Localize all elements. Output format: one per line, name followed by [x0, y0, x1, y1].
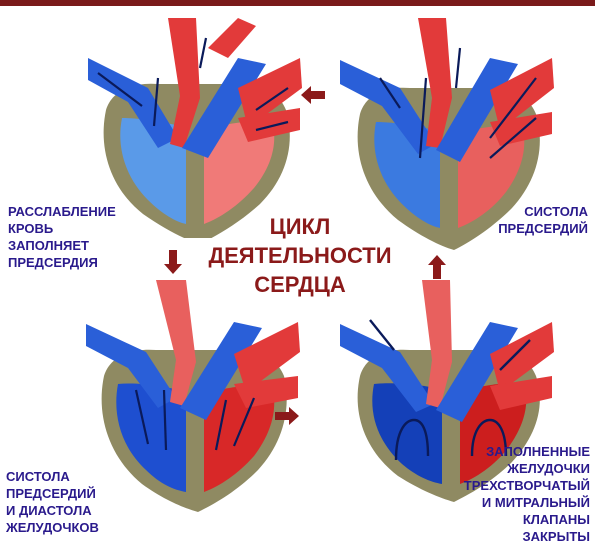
- arrow-right-icon: [275, 407, 299, 425]
- arrow-left-icon: [301, 86, 325, 104]
- arrow-up-icon: [428, 255, 446, 279]
- cycle-title: ЦИКЛ ДЕЯТЕЛЬНОСТИ СЕРДЦА: [180, 212, 420, 299]
- label-atrial-systole: СИСТОЛА ПРЕДСЕРДИЙ: [470, 203, 588, 237]
- label-ventricles-filled-valves-closed: ЗАПОЛНЕННЫЕ ЖЕЛУДОЧКИ ТРЕХСТВОРЧАТЫЙ И М…: [440, 443, 590, 545]
- heart-ventricular-diastole: [86, 280, 301, 512]
- top-accent-bar: [0, 0, 595, 6]
- heart-relaxation: [88, 18, 303, 238]
- label-atrial-systole-ventricular-diastole: СИСТОЛА ПРЕДСЕРДИЙ И ДИАСТОЛА ЖЕЛУДОЧКОВ: [6, 468, 99, 536]
- label-relaxation: РАССЛАБЛЕНИЕ КРОВЬ ЗАПОЛНЯЕТ ПРЕДСЕРДИЯ: [8, 203, 116, 271]
